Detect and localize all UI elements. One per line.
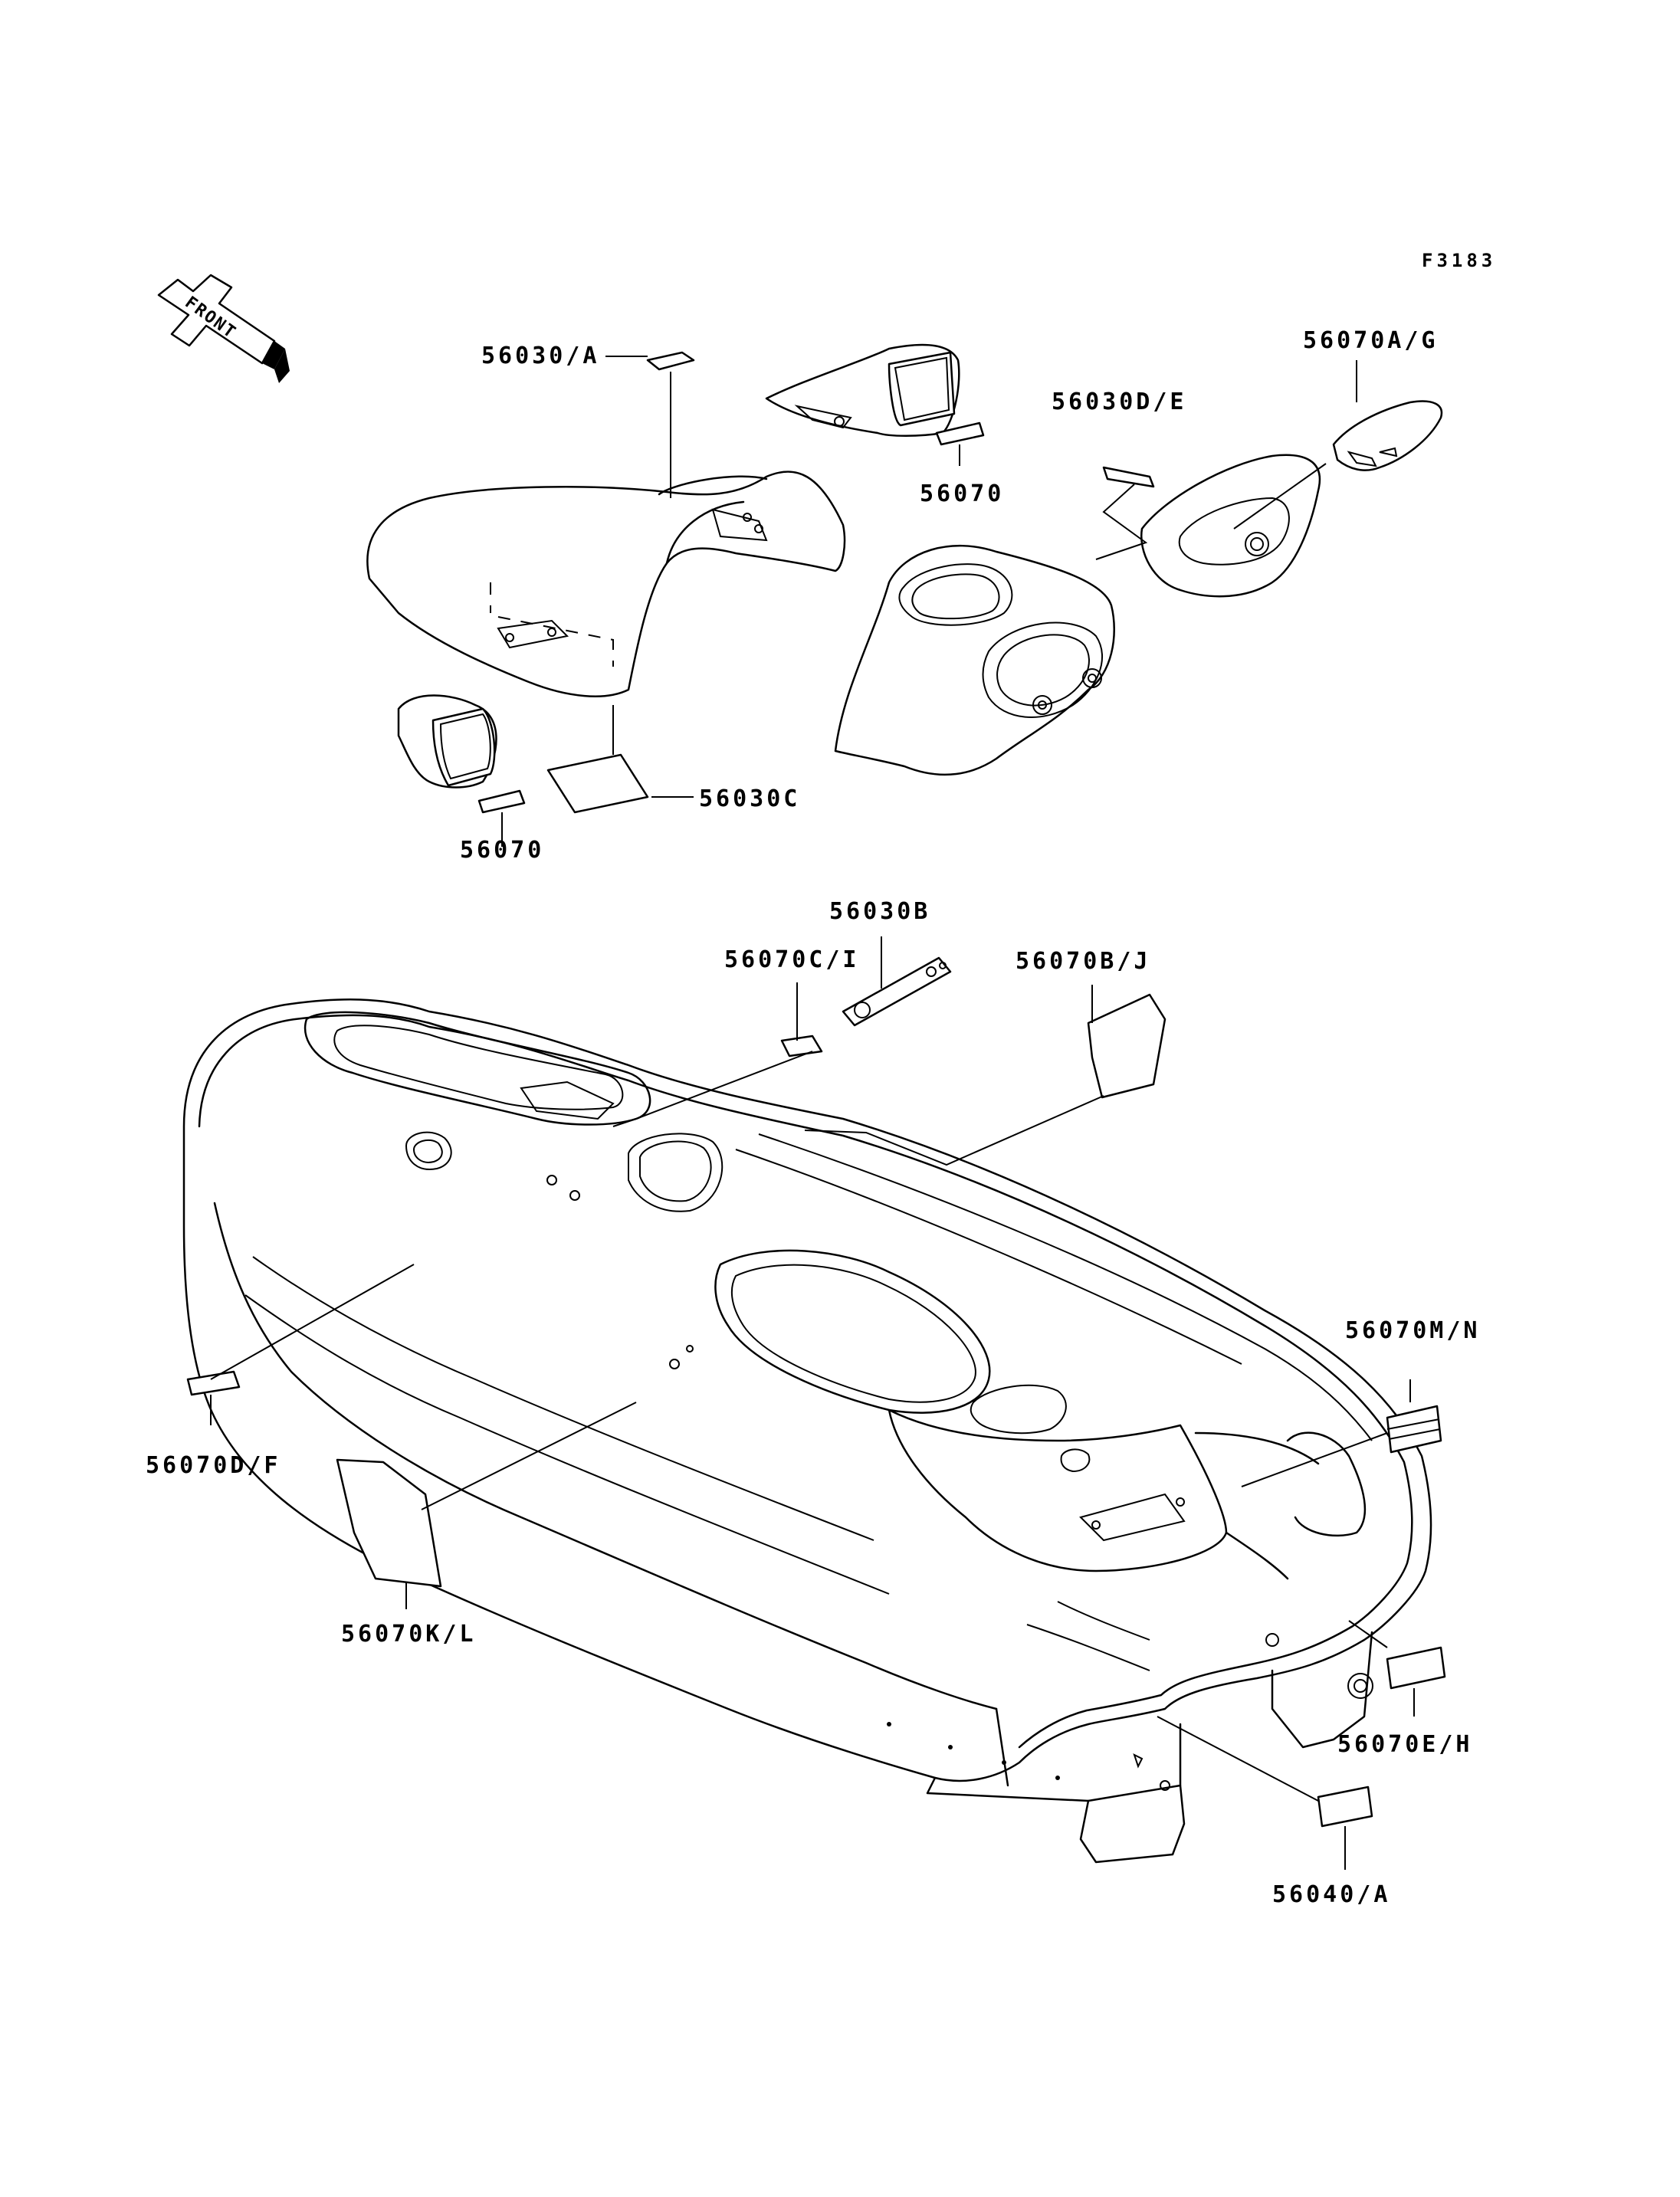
mirror-right <box>765 343 960 437</box>
label-56070k-l: 56070K/L <box>341 1621 477 1648</box>
label-56030d-e: 56030D/E <box>1052 389 1187 415</box>
label-56030c: 56030C <box>699 785 801 812</box>
decal-56030b <box>842 956 952 1027</box>
label-56070-top: 56070 <box>920 480 1005 507</box>
figure-id: F3183 <box>1422 250 1497 271</box>
decal-56070c-i <box>780 1035 823 1058</box>
decal-56070A-G <box>1332 400 1443 471</box>
decal-56070-left <box>477 789 526 814</box>
decal-56030c <box>546 753 649 814</box>
leader-lines-hull <box>210 936 1415 1870</box>
mirror-left <box>397 694 497 789</box>
seat-cowl-assembly <box>366 471 846 697</box>
label-56040-a: 56040/A <box>1272 1881 1391 1908</box>
front-arrow-icon <box>157 274 290 383</box>
decal-56070m-n <box>1386 1405 1442 1454</box>
leader-lines-top <box>501 356 1357 847</box>
label-56070d-f: 56070D/F <box>146 1452 281 1479</box>
label-56030b: 56030B <box>829 898 931 925</box>
decal-56070b-j <box>1087 993 1166 1099</box>
decal-56070d-f <box>186 1370 241 1396</box>
hull-body <box>182 998 1432 1864</box>
label-56030-a: 56030/A <box>481 343 600 369</box>
decal-56040-a <box>1317 1785 1373 1828</box>
label-56070e-h: 56070E/H <box>1337 1731 1473 1758</box>
label-56070-left: 56070 <box>460 837 545 864</box>
label-56070a-g: 56070A/G <box>1303 327 1439 354</box>
decal-56070-top <box>935 421 985 446</box>
decal-56030d-e <box>1102 466 1155 488</box>
label-56070c-i: 56070C/I <box>724 946 860 973</box>
decal-56030-a <box>646 351 695 371</box>
decal-56070e-h <box>1386 1646 1446 1690</box>
steering-cover <box>834 544 1115 776</box>
label-56070b-j: 56070B/J <box>1016 948 1151 975</box>
label-56070m-n: 56070M/N <box>1345 1317 1481 1344</box>
decal-56070k-l <box>336 1458 442 1588</box>
handle-pad <box>1140 454 1321 598</box>
